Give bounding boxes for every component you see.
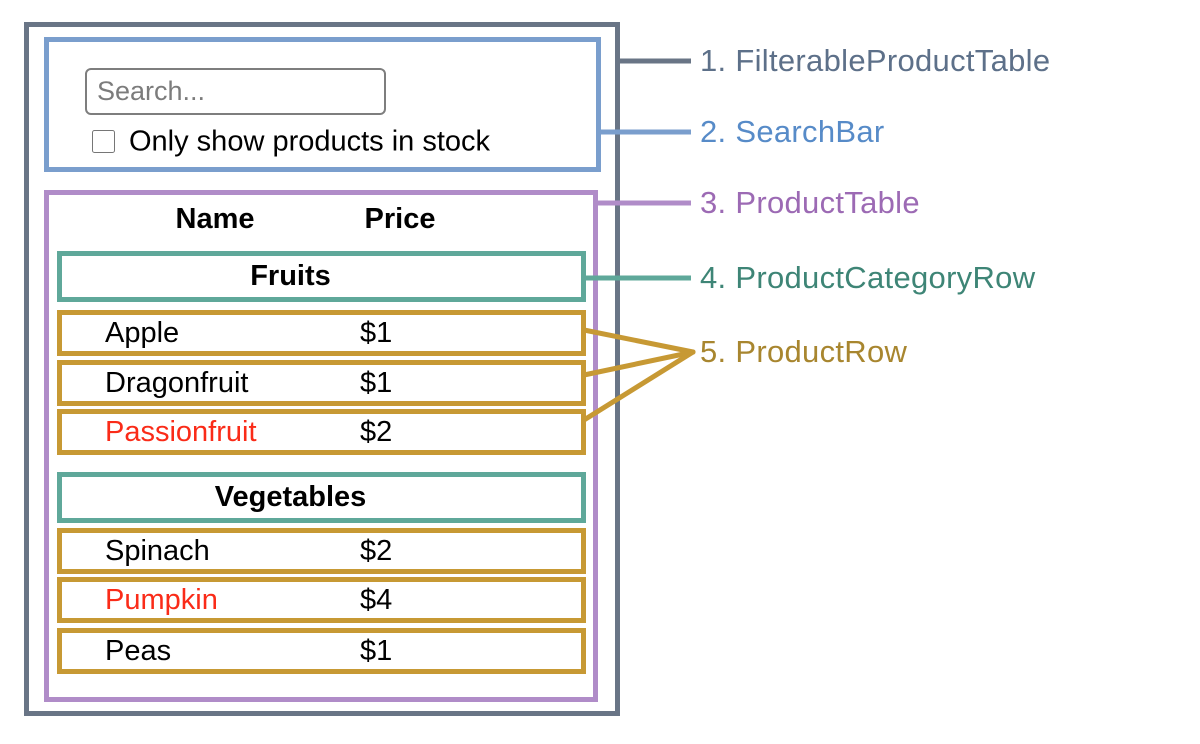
column-header-name: Name: [175, 203, 255, 235]
column-header-price: Price: [364, 203, 436, 235]
product-row: Dragonfruit $1: [57, 360, 586, 406]
product-row: Pumpkin $4: [57, 577, 586, 623]
search-input[interactable]: [85, 68, 386, 115]
category-row-fruits: Fruits: [57, 251, 586, 302]
product-price: $2: [360, 416, 393, 448]
product-price: $1: [360, 317, 393, 349]
product-price: $2: [360, 535, 393, 567]
product-row: Passionfruit $2: [57, 409, 586, 455]
product-row: Spinach $2: [57, 528, 586, 574]
product-name: Spinach: [105, 535, 210, 567]
product-name-out-of-stock: Pumpkin: [105, 584, 218, 616]
product-price: $1: [360, 635, 393, 667]
in-stock-checkbox-label: Only show products in stock: [129, 125, 491, 158]
legend-product-row: 5. ProductRow: [700, 334, 908, 369]
legend-product-category-row: 4. ProductCategoryRow: [700, 260, 1036, 295]
category-row-vegetables: Vegetables: [57, 472, 586, 523]
product-price: $1: [360, 367, 393, 399]
in-stock-checkbox[interactable]: [92, 130, 115, 153]
product-name: Peas: [105, 635, 172, 667]
legend-search-bar: 2. SearchBar: [700, 114, 885, 149]
product-row: Peas $1: [57, 628, 586, 674]
product-name: Dragonfruit: [105, 367, 249, 399]
product-price: $4: [360, 584, 393, 616]
product-name: Apple: [105, 317, 180, 349]
legend-filterable-product-table: 1. FilterableProductTable: [700, 43, 1051, 78]
product-row: Apple $1: [57, 310, 586, 356]
legend-product-table: 3. ProductTable: [700, 185, 920, 220]
product-name-out-of-stock: Passionfruit: [105, 416, 257, 448]
